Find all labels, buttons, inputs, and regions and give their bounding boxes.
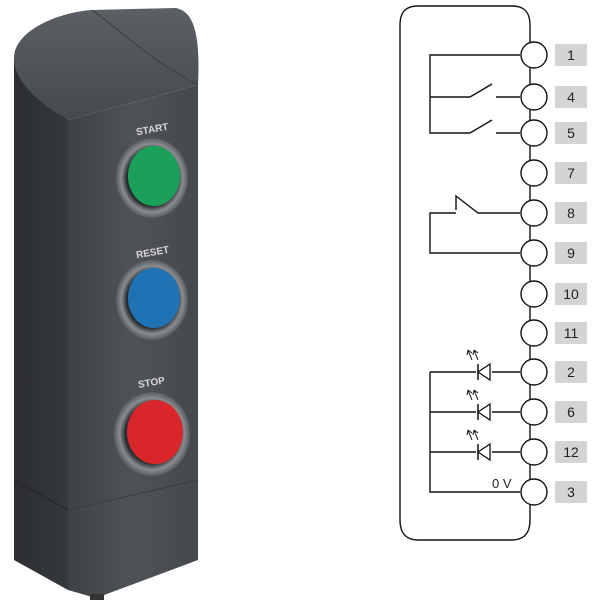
led-2-icon [466,349,491,382]
terminal-1: 1 [520,41,587,69]
terminal-11: 11 [520,319,587,347]
terminal-circle [520,438,548,466]
terminal-circle [520,239,548,267]
terminal-circle [520,199,548,227]
terminal-circle [520,41,548,69]
contact-wiring-1 [429,54,520,134]
stop-button-cap[interactable] [127,400,183,464]
control-station: START RESET STOP [13,8,199,600]
terminal-circle [520,119,548,147]
no-contact-5 [469,119,493,134]
terminal-number-box [555,361,587,383]
terminal-strip: 1 4 5 7 8 9 10 11 2 6 12 3 [520,41,587,506]
terminal-number: 9 [567,245,575,261]
terminal-number-box [555,242,587,264]
wiring-diagram: 0 V 1 4 5 7 8 9 10 11 2 6 12 3 [399,5,587,541]
terminal-number: 5 [567,125,575,141]
terminal-6: 6 [520,398,587,426]
terminal-number: 3 [567,484,575,500]
reset-button-cap[interactable] [128,268,180,328]
no-contact-4 [469,83,493,98]
terminal-8: 8 [520,199,587,227]
terminal-7: 7 [520,159,587,187]
terminal-5: 5 [520,119,587,147]
terminal-number-box [555,202,587,224]
terminal-number: 8 [567,205,575,221]
terminal-number-box [555,122,587,144]
cable-gland [90,594,104,600]
terminal-9: 9 [520,239,587,267]
terminal-number: 1 [567,47,575,63]
terminal-number-box [555,44,587,66]
terminal-number: 4 [567,89,575,105]
nc-contact [429,194,520,254]
terminal-number: 10 [563,286,579,302]
led-6-icon [466,389,491,422]
terminal-number-box [555,441,587,463]
stop-label: STOP [137,375,166,391]
zero-volt-label: 0 V [492,476,512,491]
terminal-number-box [555,162,587,184]
terminal-number: 2 [567,364,575,380]
terminal-3: 3 [520,478,587,506]
reset-button[interactable]: RESET [116,245,188,340]
terminal-number-box [555,322,587,344]
terminal-circle [520,319,548,347]
terminal-10: 10 [520,280,587,308]
enclosure-top [14,8,199,120]
terminal-circle [520,280,548,308]
terminal-number-box [555,86,587,108]
terminal-number-box [555,401,587,423]
terminal-2: 2 [520,358,587,386]
enclosure-side [14,58,68,590]
station-outline [399,5,531,541]
terminal-circle [520,398,548,426]
terminal-12: 12 [520,438,587,466]
terminal-number-box [555,283,587,305]
terminal-number: 7 [567,165,575,181]
terminal-number: 12 [563,444,579,460]
terminal-circle [520,159,548,187]
terminal-4: 4 [520,83,587,111]
start-button[interactable]: START [116,122,188,218]
terminal-circle [520,83,548,111]
terminal-circle [520,478,548,506]
stop-button[interactable]: STOP [114,375,190,476]
terminal-number: 11 [564,325,579,341]
terminal-number-box [555,481,587,503]
terminal-number: 6 [567,404,575,420]
led-group [429,349,520,493]
start-button-cap[interactable] [128,146,180,206]
led-12-icon [466,429,491,462]
terminal-circle [520,358,548,386]
